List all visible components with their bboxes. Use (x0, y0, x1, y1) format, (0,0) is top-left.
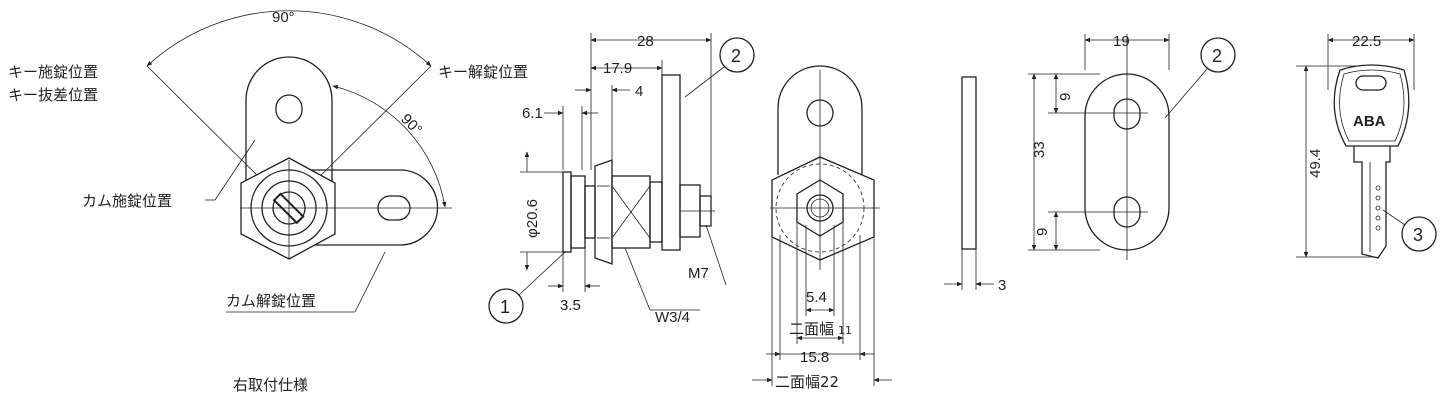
side-nut (594, 159, 613, 265)
angle-label-right: 90° (397, 111, 425, 139)
dim-4: 4 (635, 83, 643, 100)
callout-2-cam: 2 (1212, 46, 1222, 66)
label-cam-unlock: カム解錠位置 (226, 292, 316, 310)
callout-2b-circle (1200, 37, 1236, 73)
dim-5-4: 5.4 (806, 289, 827, 306)
dim-17-9: 17.9 (603, 60, 632, 77)
cam-plate-locked (245, 56, 333, 205)
across-flats-11-value: 11 (838, 324, 852, 337)
across-flats-11: 二面幅 (789, 320, 834, 338)
label-key-lock: キー施錠位置 (8, 63, 98, 81)
cam-plate-unlocked (290, 169, 439, 246)
key-head (1333, 64, 1410, 147)
leader-cam-lock (214, 139, 256, 201)
label-cam-lock: カム施錠位置 (82, 192, 172, 210)
thread-w: W3/4 (655, 309, 690, 326)
cam-side (661, 74, 681, 251)
key-blade (1353, 146, 1391, 259)
angle-label-top: 90° (272, 9, 295, 26)
dim-28: 28 (637, 33, 654, 50)
dim-9-bottom: 9 (1034, 228, 1051, 236)
callout-3: 3 (1413, 225, 1423, 245)
front-hex-nut (771, 156, 875, 261)
label-mounting-spec: 右取付仕様 (233, 376, 308, 394)
angle-arc-right (332, 85, 447, 208)
callout-2-side: 2 (731, 46, 741, 66)
callout-1-circle (488, 288, 524, 324)
side-view: 28 17.9 4 6.1 φ20.6 (488, 33, 755, 326)
dim-3-5: 3.5 (560, 297, 581, 314)
callout-3-circle (1401, 216, 1437, 252)
angle-arc-top (146, 10, 432, 67)
cam-edge (961, 76, 977, 250)
key-brand: ABA (1353, 113, 1386, 130)
bezel-flange (562, 171, 572, 253)
callout-2-circle (719, 37, 755, 73)
across-flats-22: 二面幅22 (775, 373, 839, 391)
front-cam-plate (777, 65, 863, 175)
dim-9-top: 9 (1057, 93, 1074, 101)
dim-19: 19 (1113, 33, 1130, 50)
cam-thickness-view: 3 (944, 76, 1006, 294)
callout-1: 1 (500, 297, 510, 317)
dim-phi20-6: φ20.6 (524, 199, 541, 238)
rear-view: 90° 90° キー施錠位置 キー抜差位置 キー解錠位置 カム施錠位置 カム解錠… (8, 9, 528, 394)
dim-6-1: 6.1 (522, 105, 543, 122)
dim-49-4: 49.4 (1307, 149, 1324, 178)
label-key-removal: キー抜差位置 (8, 86, 98, 104)
cam-plate-view: 19 9 33 9 2 (1028, 33, 1236, 260)
dim-33: 33 (1031, 141, 1048, 158)
front-view: 5.4 二面幅 11 15.8 二面幅22 (752, 65, 892, 391)
leader-cam-unlock (354, 251, 386, 313)
hex-nut (240, 157, 336, 260)
key-view: 22.5 49.4 ABA 3 (1296, 33, 1437, 259)
label-key-unlock: キー解錠位置 (438, 63, 528, 81)
dim-22-5: 22.5 (1352, 33, 1381, 50)
keyway (272, 192, 305, 225)
cam-slot-top (275, 94, 303, 124)
dim-3: 3 (998, 277, 1006, 294)
key-hole (1355, 75, 1387, 91)
thread-m7: M7 (688, 265, 709, 282)
dim-15-8: 15.8 (800, 349, 829, 366)
